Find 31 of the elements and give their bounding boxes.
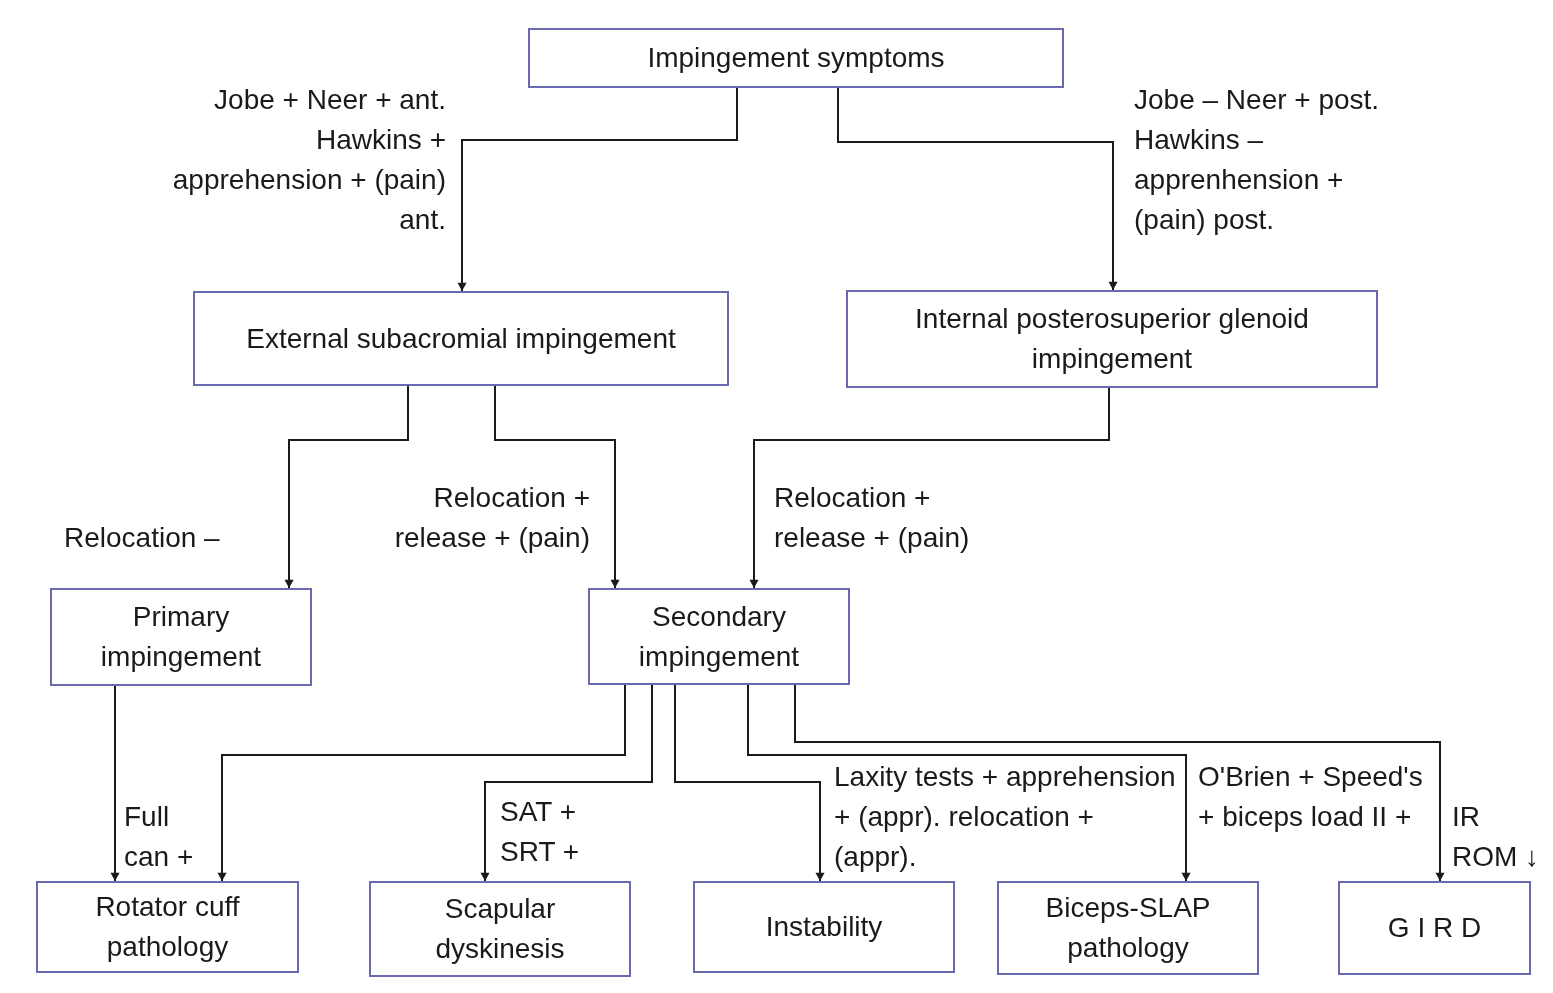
edge-label: IR ROM ↓ bbox=[1452, 800, 1541, 874]
edge-label: Relocation – bbox=[64, 521, 221, 555]
process-box: Impingement symptoms bbox=[528, 28, 1064, 88]
arrow bbox=[674, 684, 825, 882]
edge-label: Jobe – Neer + post. Hawkins – apprenhension + (pain) post. bbox=[1134, 83, 1381, 237]
arrow bbox=[794, 684, 1445, 882]
arrow bbox=[747, 684, 1191, 882]
edge-label: O'Brien + Speed's + biceps load II + bbox=[1198, 760, 1424, 834]
arrow bbox=[749, 387, 1110, 589]
process-box: Secondary impingement bbox=[588, 588, 850, 685]
process-box: Scapular dyskinesis bbox=[369, 881, 631, 977]
edge-label: Relocation + release + (pain) bbox=[774, 481, 971, 555]
edge-label: Laxity tests + apprehension + (appr). relocation + (appr). bbox=[834, 760, 1177, 874]
arrow bbox=[494, 385, 620, 589]
arrow bbox=[110, 685, 120, 882]
process-box: Internal posterosuperior glenoid impingement bbox=[846, 290, 1378, 388]
edge-label: Jobe + Neer + ant. Hawkins + apprehension + (pain) ant. bbox=[171, 83, 446, 237]
process-box: Rotator cuff pathology bbox=[36, 881, 299, 973]
arrow bbox=[837, 87, 1118, 291]
process-box: Primary impingement bbox=[50, 588, 312, 686]
process-box: External subacromial impingement bbox=[193, 291, 729, 386]
process-box: Biceps-SLAP pathology bbox=[997, 881, 1259, 975]
arrow bbox=[457, 87, 738, 292]
edge-label: Relocation + release + (pain) bbox=[393, 481, 590, 555]
process-box: Instability bbox=[693, 881, 955, 973]
arrow bbox=[217, 684, 626, 882]
edge-label: SAT + SRT + bbox=[500, 795, 581, 869]
process-box: G I R D bbox=[1338, 881, 1531, 975]
arrow bbox=[284, 385, 409, 589]
arrow bbox=[480, 684, 653, 882]
edge-label: Full can + bbox=[124, 800, 195, 874]
